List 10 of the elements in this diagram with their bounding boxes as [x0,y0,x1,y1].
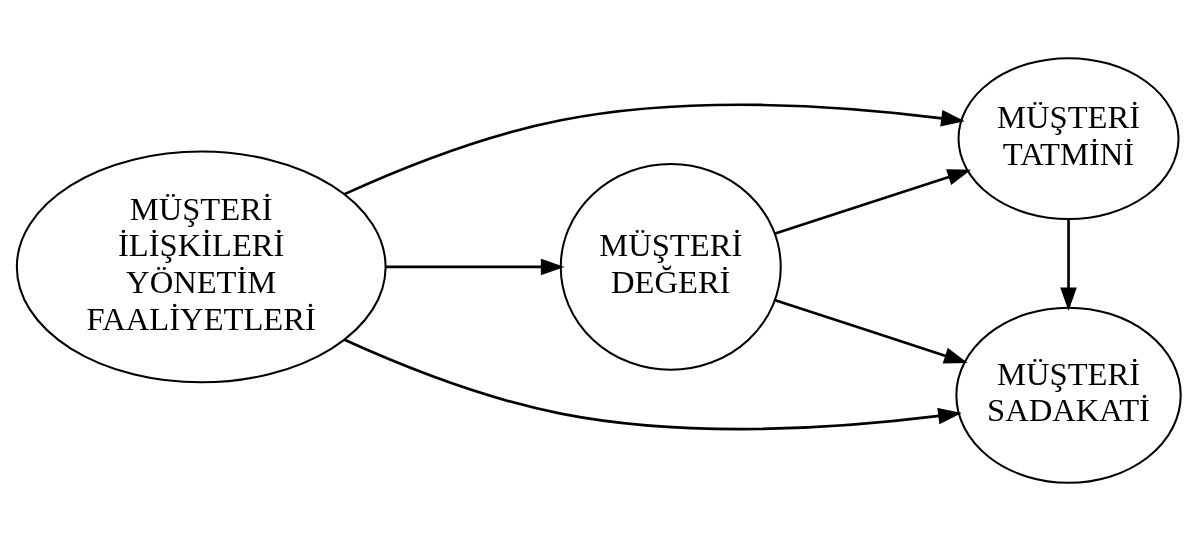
node-ellipse: MÜŞTERİ SADAKATİ [955,306,1182,484]
arrow [774,299,968,364]
node-ellipse: MÜŞTERİ İLİŞKİLERİ YÖNETİM FAALİYETLERİ [15,150,387,384]
arrow [1060,219,1077,312]
arrow [343,103,965,196]
arrow [774,169,972,235]
arrow [343,338,962,431]
node-ellipse: MÜŞTERİ TATMİNİ [957,57,1180,221]
arrow [385,258,565,276]
node-circle: MÜŞTERİ DEĞERİ [559,163,782,371]
